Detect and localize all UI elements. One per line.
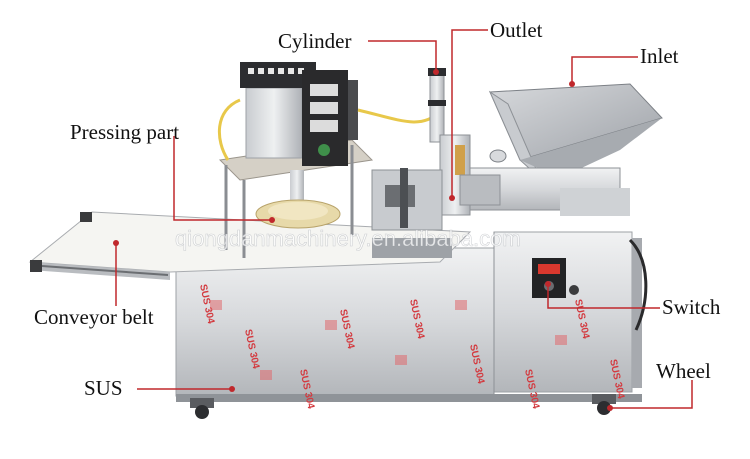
wheels: [190, 394, 616, 419]
label-outlet: Outlet: [490, 18, 543, 42]
inlet-hopper: [459, 83, 663, 216]
conveyor-belt: [28, 211, 472, 280]
annotation-dots: [113, 69, 613, 411]
label-pressing-part: Pressing part: [70, 120, 180, 144]
label-inlet: Inlet: [640, 44, 679, 68]
annotation-leaders: [115, 29, 693, 409]
pressing-part: [217, 62, 442, 258]
watermark-text: qiongdanmachinery.en.alibaba.com: [175, 226, 521, 251]
label-sus: SUS: [84, 376, 123, 400]
label-switch: Switch: [662, 295, 721, 319]
switch-box: [532, 238, 648, 331]
label-conveyor-belt: Conveyor belt: [34, 305, 154, 329]
label-cylinder: Cylinder: [278, 29, 352, 53]
cylinder-part: [428, 68, 446, 143]
outlet-part: [371, 134, 471, 258]
label-wheel: Wheel: [656, 359, 711, 383]
